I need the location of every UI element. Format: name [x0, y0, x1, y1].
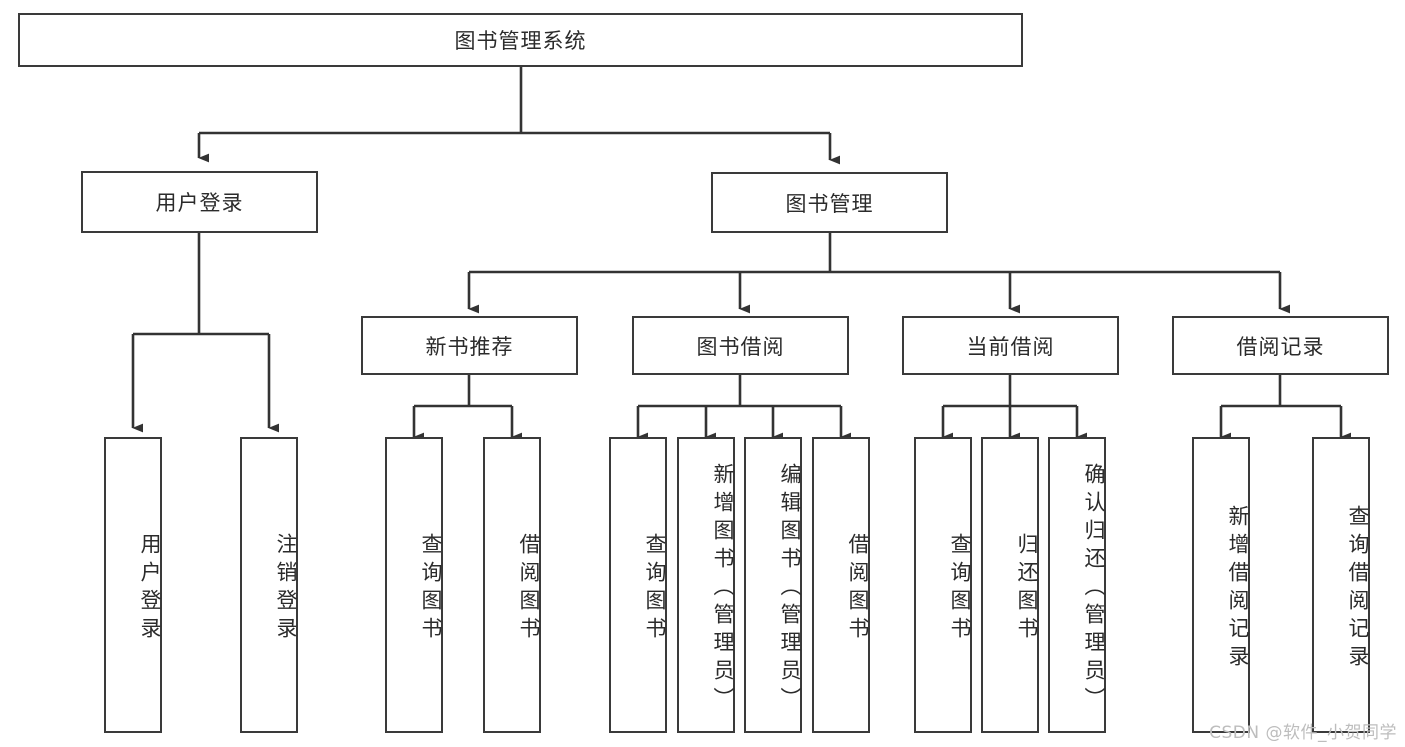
- node-label: 借阅图书: [517, 533, 541, 645]
- node-new-book-recommend[interactable]: 新书推荐: [361, 316, 578, 375]
- node-label: 确认归还（管理员）: [1082, 463, 1106, 715]
- node-book-borrow[interactable]: 图书借阅: [632, 316, 849, 375]
- leaf-record-add-record[interactable]: 新增借阅记录: [1192, 437, 1250, 733]
- node-label: 注销登录: [274, 533, 298, 645]
- leaf-current-confirm-return-admin[interactable]: 确认归还（管理员）: [1048, 437, 1106, 733]
- node-borrow-record[interactable]: 借阅记录: [1172, 316, 1389, 375]
- node-label: 用户登录: [138, 533, 162, 645]
- node-current-borrow[interactable]: 当前借阅: [902, 316, 1119, 375]
- node-label: 借阅图书: [846, 533, 870, 645]
- node-label: 归还图书: [1015, 533, 1039, 645]
- node-label: 图书管理: [785, 191, 874, 216]
- node-label: 借阅记录: [1236, 334, 1325, 359]
- leaf-record-query-record[interactable]: 查询借阅记录: [1312, 437, 1370, 733]
- leaf-borrow-query-book[interactable]: 查询图书: [609, 437, 667, 733]
- node-label: 图书管理系统: [454, 29, 587, 53]
- node-label: 图书借阅: [696, 334, 785, 359]
- node-label: 新书推荐: [425, 334, 514, 359]
- node-label: 新增借阅记录: [1226, 505, 1250, 673]
- node-label: 编辑图书（管理员）: [778, 463, 802, 715]
- leaf-recommend-borrow-book[interactable]: 借阅图书: [483, 437, 541, 733]
- node-label: 用户登录: [155, 191, 244, 215]
- node-label: 查询图书: [419, 533, 443, 645]
- leaf-recommend-query-book[interactable]: 查询图书: [385, 437, 443, 733]
- node-label: 当前借阅: [966, 334, 1055, 359]
- node-label: 查询图书: [643, 533, 667, 645]
- leaf-borrow-borrow-book[interactable]: 借阅图书: [812, 437, 870, 733]
- node-book-management[interactable]: 图书管理: [711, 172, 948, 233]
- leaf-user-login-signin[interactable]: 用户登录: [104, 437, 162, 733]
- leaf-user-login-signout[interactable]: 注销登录: [240, 437, 298, 733]
- leaf-borrow-add-book-admin[interactable]: 新增图书（管理员）: [677, 437, 735, 733]
- leaf-current-query-book[interactable]: 查询图书: [914, 437, 972, 733]
- node-label: 查询图书: [948, 533, 972, 645]
- node-root-system[interactable]: 图书管理系统: [18, 13, 1023, 67]
- leaf-borrow-edit-book-admin[interactable]: 编辑图书（管理员）: [744, 437, 802, 733]
- node-label: 查询借阅记录: [1346, 505, 1370, 673]
- leaf-current-return-book[interactable]: 归还图书: [981, 437, 1039, 733]
- node-label: 新增图书（管理员）: [711, 463, 735, 715]
- node-user-login[interactable]: 用户登录: [81, 171, 318, 233]
- watermark-text: CSDN @软件_小贺同学: [1209, 723, 1397, 743]
